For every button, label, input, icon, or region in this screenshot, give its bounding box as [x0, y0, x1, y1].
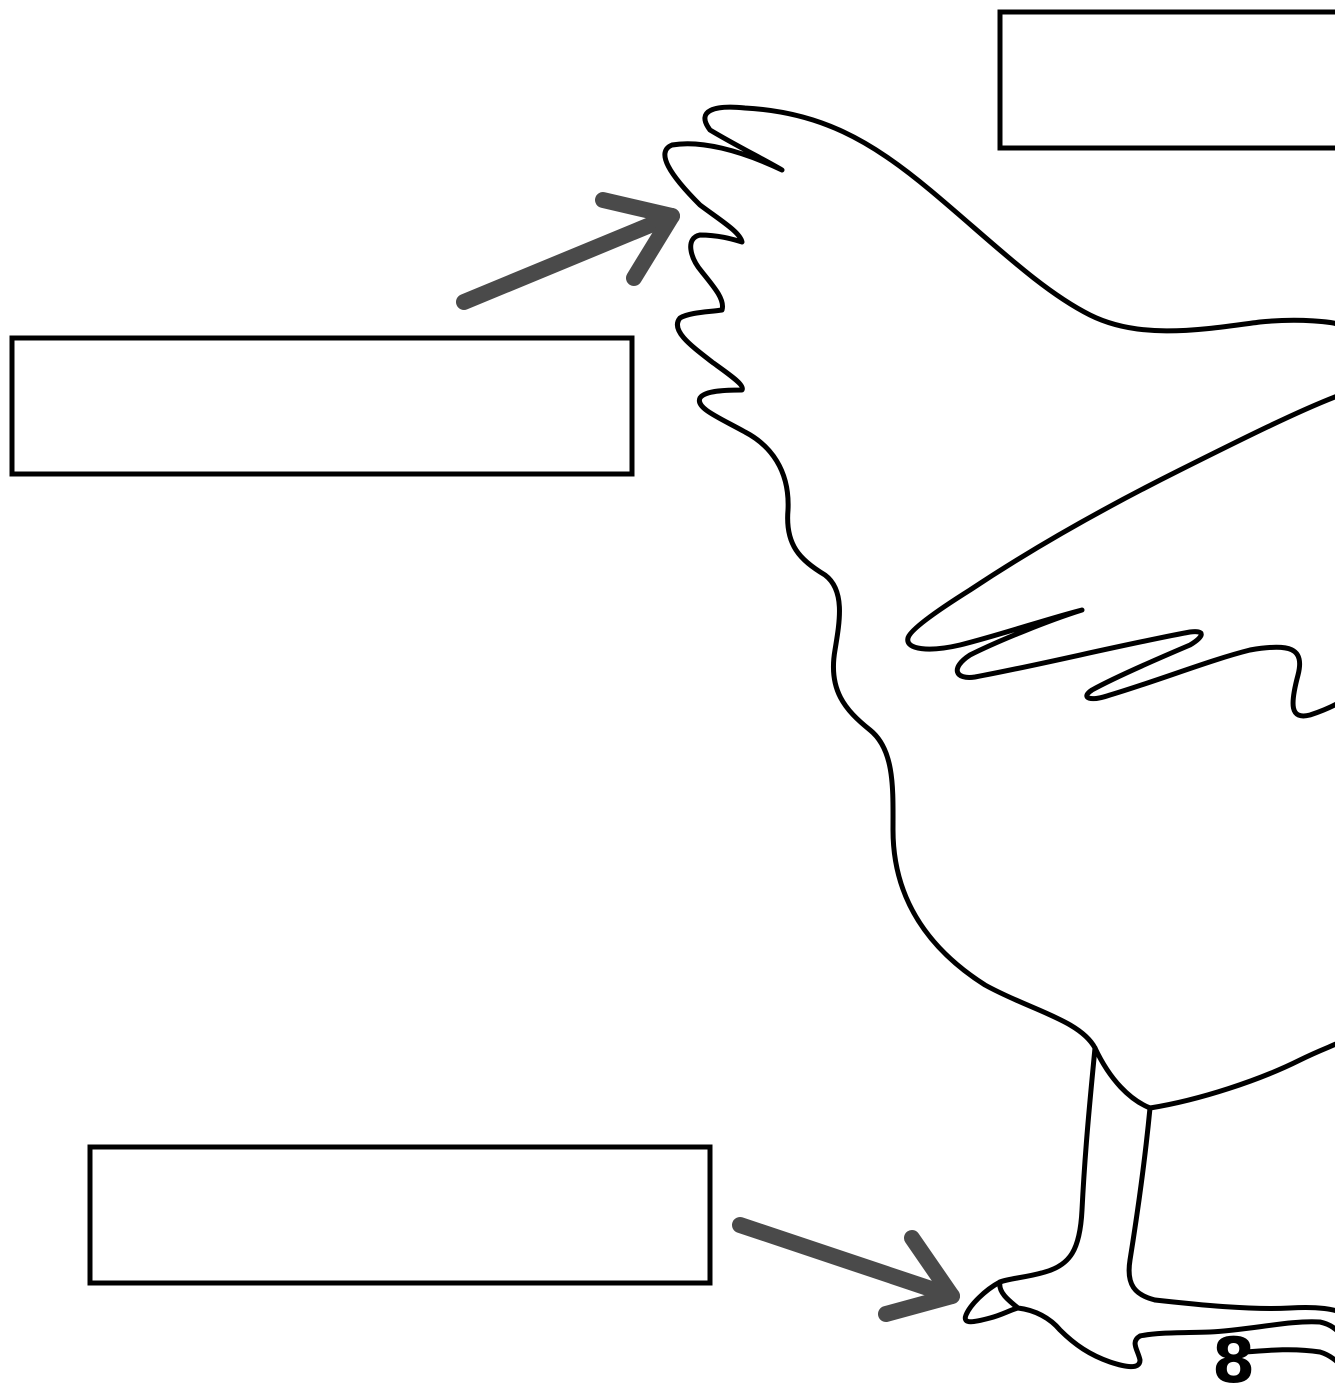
page-number: 8	[1212, 1324, 1255, 1385]
comb-label-box[interactable]	[9, 335, 635, 477]
chicken-wing	[905, 394, 1335, 719]
chicken-outline	[662, 104, 1335, 1370]
chicken-leg-left	[997, 1045, 1158, 1303]
top-right-label-box[interactable]	[997, 9, 1335, 151]
chicken-head-and-breast	[662, 104, 1335, 1111]
chicken-foot	[962, 1279, 1335, 1370]
feet-label-box[interactable]	[87, 1144, 713, 1286]
feet-arrow	[732, 1217, 960, 1322]
comb-arrow	[456, 192, 680, 310]
